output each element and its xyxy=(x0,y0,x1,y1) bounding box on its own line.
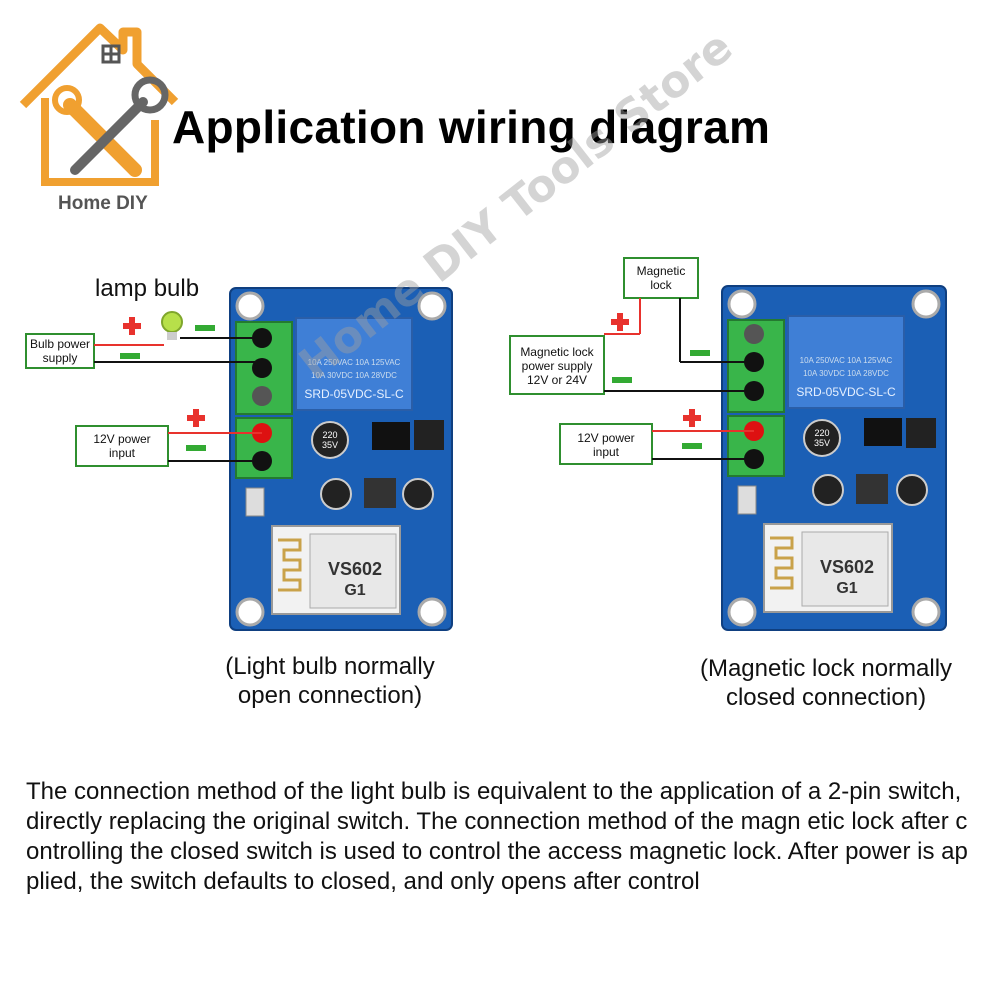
relay-rating-left: 10A 250VAC 10A 125VAC xyxy=(308,358,401,367)
relay-model-left: SRD-05VDC-SL-C xyxy=(304,387,404,401)
lock-supply-line1: Magnetic lock xyxy=(520,345,594,359)
page-title: Application wiring diagram xyxy=(172,101,771,153)
right-wiring xyxy=(509,257,754,465)
magnetic-lock-line2: lock xyxy=(650,278,672,292)
left-caption-line1: (Light bulb normally xyxy=(225,653,435,680)
left-wiring xyxy=(25,311,262,467)
magnetic-lock-label: Magnetic lock xyxy=(624,264,698,292)
bulb-power-supply-label: Bulb power supply xyxy=(26,337,94,365)
logo-text: Home DIY xyxy=(58,193,148,214)
right-power-input-label: 12V power input xyxy=(560,431,652,459)
relay-board-left xyxy=(229,287,453,631)
left-power-input-label: 12V power input xyxy=(76,432,168,460)
left-caption: (Light bulb normally open connection) xyxy=(190,652,470,710)
cap-label2-left: 35V xyxy=(322,440,338,450)
right-caption-line1: (Magnetic lock normally xyxy=(699,655,953,682)
cap-label2-right: 35V xyxy=(814,438,830,448)
module-label-left: VS602 xyxy=(328,559,382,579)
relay-model-right: SRD-05VDC-SL-C xyxy=(796,385,896,399)
module-label2-left: G1 xyxy=(344,582,365,599)
lock-power-supply-label: Magnetic lock power supply 12V or 24V xyxy=(510,345,604,387)
description-paragraph: The connection method of the light bulb … xyxy=(26,778,968,895)
relay-rating2-left: 10A 30VDC 10A 28VDC xyxy=(311,371,397,380)
magnetic-lock-line1: Magnetic xyxy=(636,264,686,278)
right-power-input-line2: input xyxy=(592,445,620,459)
cap-label-left: 220 xyxy=(322,430,337,440)
module-label-right: VS602 xyxy=(820,557,874,577)
lock-supply-line3: 12V or 24V xyxy=(526,373,588,387)
home-diy-logo xyxy=(19,23,179,186)
relay-board-right xyxy=(721,285,947,631)
relay-rating2-right: 10A 30VDC 10A 28VDC xyxy=(803,369,889,378)
right-power-input-line1: 12V power xyxy=(577,431,635,445)
left-caption-line2: open connection) xyxy=(237,682,423,709)
right-caption-line2: closed connection) xyxy=(725,684,927,711)
cap-label-right: 220 xyxy=(814,428,829,438)
bulb-power-line2: supply xyxy=(42,351,78,365)
bulb-power-line1: Bulb power xyxy=(29,337,91,351)
module-label2-right: G1 xyxy=(836,580,857,597)
relay-rating-right: 10A 250VAC 10A 125VAC xyxy=(800,356,893,365)
right-caption: (Magnetic lock normally closed connectio… xyxy=(676,654,976,712)
left-power-input-line1: 12V power xyxy=(93,432,151,446)
wiring-diagram: 10A 250VAC 10A 125VAC 10A 30VDC 10A 28VD… xyxy=(25,257,947,631)
lamp-bulb-label: lamp bulb xyxy=(95,275,200,302)
lock-supply-line2: power supply xyxy=(521,359,593,373)
left-power-input-line2: input xyxy=(108,446,136,460)
